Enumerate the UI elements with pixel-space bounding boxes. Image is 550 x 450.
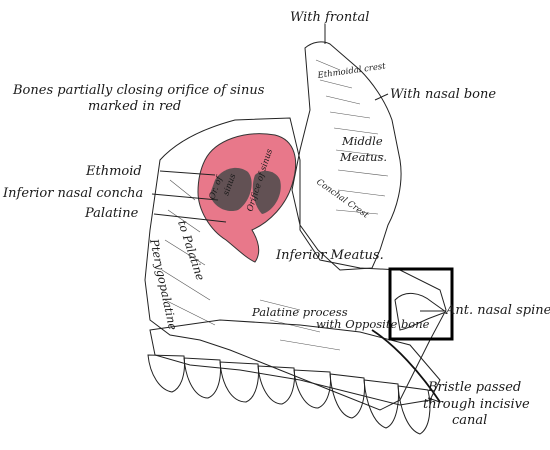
label-bristle-line2: through incisive: [423, 397, 530, 412]
label-palatine-process: Palatine process: [251, 305, 348, 319]
label-conchal-crest: Conchal Crest: [314, 177, 370, 221]
bristle: [371, 329, 441, 403]
maxilla-body: [144, 117, 447, 411]
label-palatine: Palatine: [84, 206, 139, 221]
highlight-box: [388, 267, 454, 341]
label-pterygopalatine: Pterygopalatine: [147, 237, 180, 332]
label-ant-nasal-spine: Ant. nasal spine: [445, 303, 550, 318]
label-bristle-line1: Bristle passed: [427, 380, 521, 395]
label-middle-meatus-1: Middle: [341, 134, 383, 148]
label-inferior-meatus: Inferior Meatus.: [275, 248, 384, 263]
label-middle-meatus-2: Meatus.: [339, 150, 387, 164]
palatine-process: [149, 319, 441, 406]
label-with-opposite-bone: with Opposite bone: [316, 317, 430, 331]
label-ethmoid: Ethmoid: [85, 164, 142, 179]
ant-nasal-spine-shape: [394, 293, 448, 331]
teeth: [147, 354, 431, 435]
label-with-frontal: With frontal: [290, 10, 369, 25]
label-sinus-note-line2: marked in red: [88, 99, 181, 114]
label-bristle-line3: canal: [452, 413, 487, 428]
label-inferior-nasal-concha: Inferior nasal concha: [2, 186, 143, 201]
label-to-palatine: to Palatine: [175, 219, 208, 283]
label-with-nasal-bone: With nasal bone: [390, 87, 496, 102]
label-sinus-note-line1: Bones partially closing orifice of sinus: [12, 83, 265, 98]
frontal-process: [291, 41, 402, 271]
